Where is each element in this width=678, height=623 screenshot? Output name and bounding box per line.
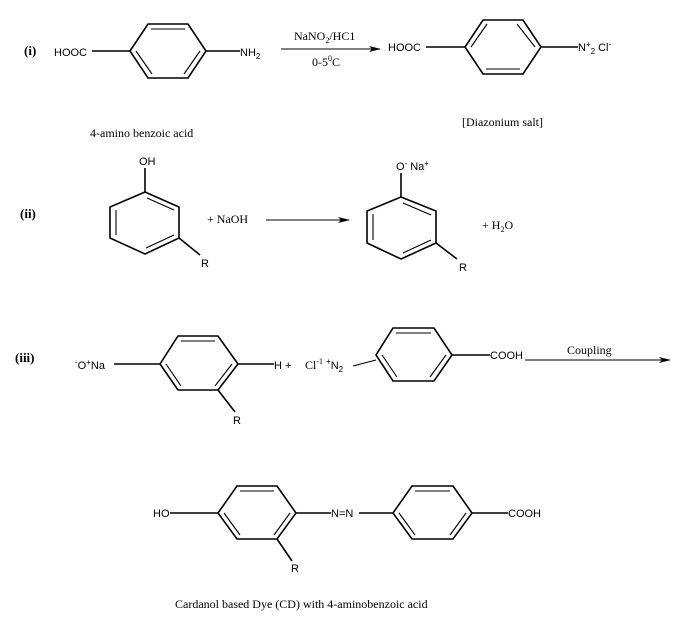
bond [352, 359, 377, 367]
benzene-ring-phenoxide [366, 196, 437, 260]
phenoxide-r-group: R [459, 262, 467, 274]
benzene-ring-product-left [217, 485, 297, 540]
step-2: (ii) OH R + NaOH O-Na+ R + H2O [20, 156, 513, 274]
step-3: (iii) -O+Na R H + Cl-1+N2 COOH Coupling [15, 327, 671, 427]
benzene-ring-cardanol [109, 191, 180, 255]
step-1-product-hooc: HOOC [388, 42, 421, 54]
bond [276, 538, 293, 562]
phenoxide-left-group: -O+Na [75, 358, 106, 372]
phenoxide-group: O-Na+ [396, 159, 429, 173]
byproduct-water: + H2O [482, 218, 513, 234]
caption-4-amino-benzoic-acid: 4-amino benzoic acid [90, 126, 193, 140]
benzene-ring-diazonium [464, 19, 542, 75]
reagent-nano2-hcl: NaNO2/HC1 [294, 29, 355, 45]
bond [178, 237, 201, 256]
product-ho-group: HO [153, 508, 170, 520]
coupling-cooh-group: COOH [490, 350, 523, 362]
reagent-temperature: 0-50C [312, 54, 340, 69]
azo-linkage: N=N [331, 508, 353, 520]
benzene-ring-coupling-left [159, 335, 239, 391]
final-product: HO R N=N COOH Cardanol based Dye (CD) wi… [153, 485, 541, 611]
step-1-label: (i) [24, 43, 36, 58]
caption-cardanol-dye: Cardanol based Dye (CD) with 4-aminobenz… [175, 597, 428, 611]
hydrogen-plus: H + [274, 360, 291, 372]
bond [217, 389, 236, 413]
step-3-label: (iii) [15, 350, 35, 365]
coupling-label: Coupling [567, 343, 612, 357]
benzene-ring-product-right [392, 485, 473, 540]
coupling-left-r-group: R [233, 415, 241, 427]
product-r-group: R [291, 563, 299, 575]
step-1-reactant-nh2: NH2 [240, 47, 261, 61]
chloride-diazonium-group: Cl-1+N2 [305, 357, 344, 374]
product-cooh-group: COOH [508, 508, 541, 520]
benzene-ring-coupling-right [375, 327, 453, 382]
step-2-label: (ii) [20, 206, 36, 221]
cardanol-oh-group: OH [139, 156, 156, 168]
cardanol-r-group: R [201, 258, 209, 270]
reagent-naoh: + NaOH [207, 212, 248, 226]
bond [435, 242, 458, 260]
caption-diazonium-salt: [Diazonium salt] [462, 115, 543, 129]
benzene-ring-4-aminobenzoic [129, 23, 207, 79]
step-1-reactant-hooc: HOOC [54, 47, 87, 59]
